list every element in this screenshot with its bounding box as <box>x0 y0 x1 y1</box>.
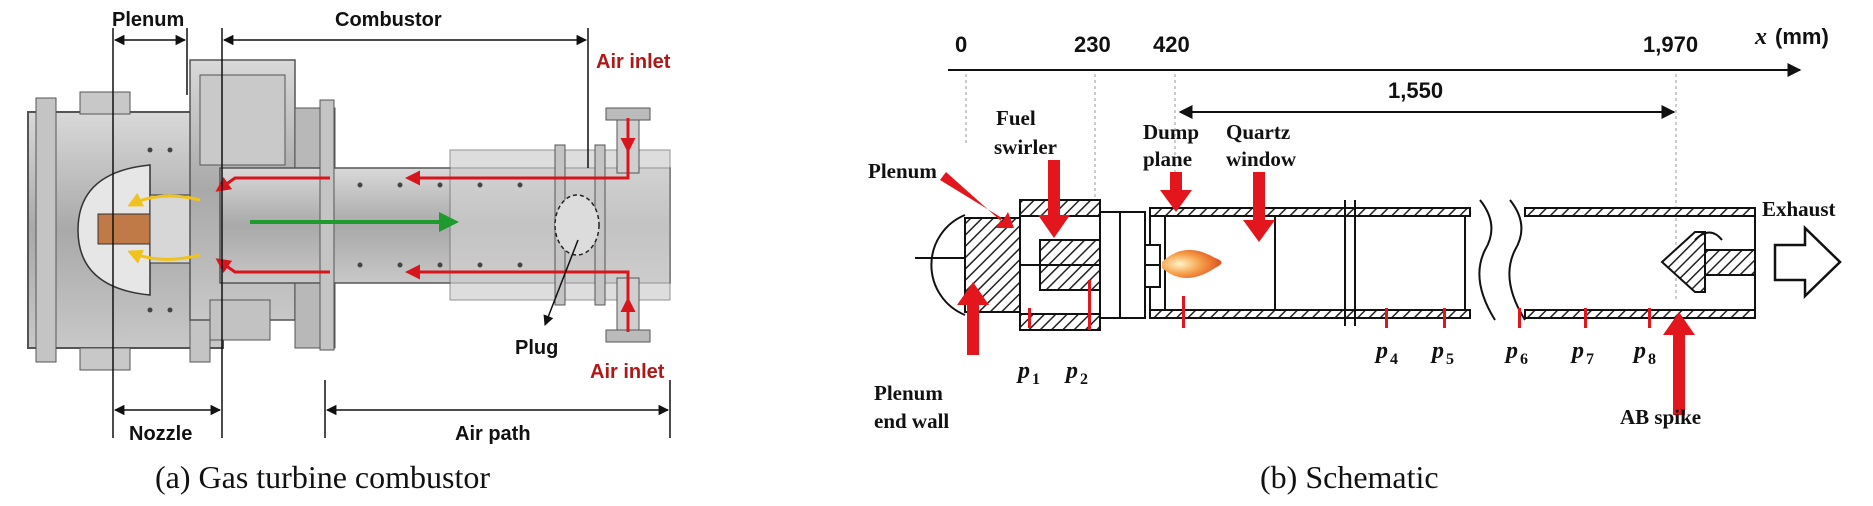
flame-icon <box>1162 249 1222 278</box>
axis-tick-0: 0 <box>955 32 967 57</box>
dump-plane-label-line2: plane <box>1143 147 1192 171</box>
panel-a-caption: (a) Gas turbine combustor <box>155 459 490 495</box>
panel-a-air-inlet-bottom-label: Air inlet <box>590 361 665 383</box>
plenum-label: Plenum <box>868 159 937 183</box>
svg-text:2: 2 <box>1080 371 1088 388</box>
dump-plane-label-line1: Dump <box>1143 120 1199 144</box>
axis-unit: (mm) <box>1775 24 1829 49</box>
axis-tick-420: 420 <box>1153 32 1190 57</box>
panel-a-combustor-drawing <box>27 59 671 371</box>
axis-tick-230: 230 <box>1074 32 1111 57</box>
svg-text:8: 8 <box>1648 351 1656 368</box>
svg-text:p: p <box>1632 338 1646 364</box>
svg-text:p: p <box>1064 358 1078 384</box>
svg-text:1: 1 <box>1032 371 1040 388</box>
panel-a-combustor-label: Combustor <box>335 9 442 31</box>
panel-a-plenum-label: Plenum <box>112 9 184 31</box>
ab-spike-label: AB spike <box>1620 405 1701 429</box>
span-label-1550: 1,550 <box>1388 78 1443 103</box>
fuel-swirler-label-line2: swirler <box>994 135 1057 159</box>
panel-a-air-inlet-top-label: Air inlet <box>596 51 671 73</box>
quartz-window-label-line2: window <box>1226 147 1297 171</box>
panel-b-caption: (b) Schematic <box>1260 459 1439 495</box>
quartz-window-label-line1: Quartz <box>1226 120 1290 144</box>
svg-text:p: p <box>1430 338 1444 364</box>
axis-variable: x <box>1754 24 1767 50</box>
panel-a-air-flow-arrows <box>215 118 636 332</box>
fuel-swirler-label-line1: Fuel <box>996 106 1036 130</box>
panel-a-plug-label: Plug <box>515 337 558 359</box>
plenum-end-wall-label-line2: end wall <box>874 409 949 433</box>
svg-text:6: 6 <box>1520 351 1528 368</box>
panel-b-red-arrows <box>940 160 1695 415</box>
axis-tick-1970: 1,970 <box>1643 32 1698 57</box>
svg-text:p: p <box>1374 338 1388 364</box>
svg-text:p: p <box>1016 358 1030 384</box>
plenum-end-wall-label-line1: Plenum <box>874 381 943 405</box>
panel-a-nozzle-label: Nozzle <box>129 423 192 445</box>
exhaust-label: Exhaust <box>1762 197 1836 221</box>
panel-a-air-path-label: Air path <box>455 423 531 445</box>
svg-text:7: 7 <box>1586 351 1594 368</box>
svg-text:4: 4 <box>1390 351 1398 368</box>
panel-a-fuel-flow-arrows <box>127 192 201 264</box>
panel-a-dimension-lines <box>112 28 671 438</box>
svg-text:p: p <box>1570 338 1584 364</box>
svg-text:p: p <box>1504 338 1518 364</box>
svg-text:5: 5 <box>1446 351 1454 368</box>
